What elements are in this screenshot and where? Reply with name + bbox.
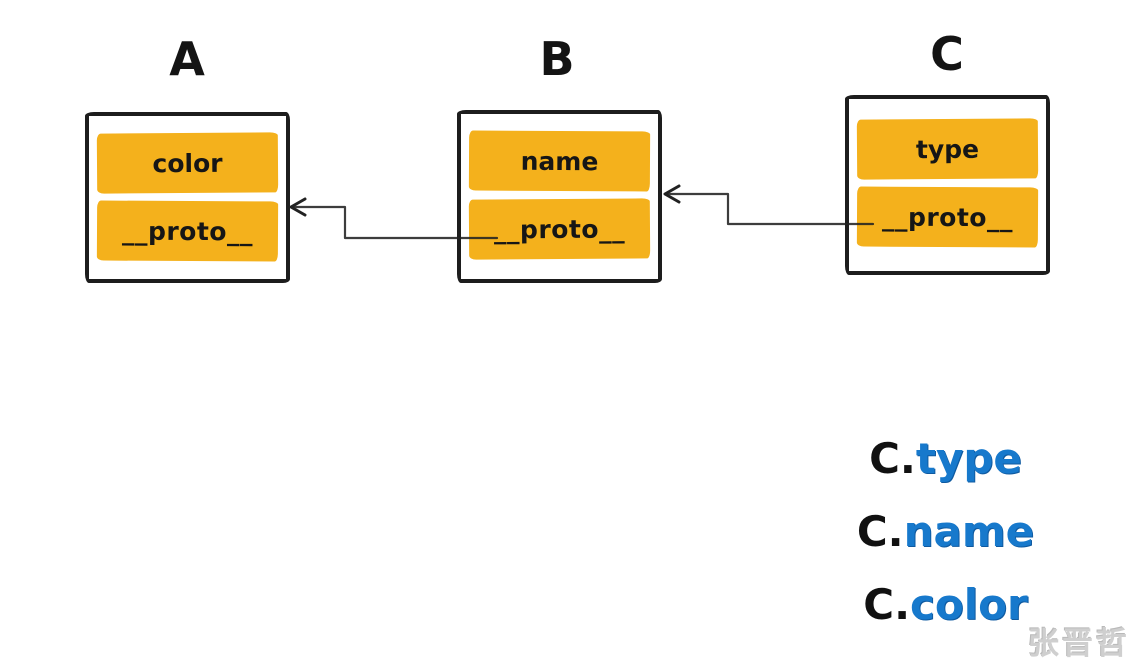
lookup-expressions: C.type C.name C.color [843,434,1048,629]
property-cell-color: color [96,132,279,194]
proto-cell-b: __proto__ [468,198,651,260]
object-label-a: A [169,32,206,86]
expression-object: C. [863,580,911,629]
proto-cell-a: __proto__ [96,200,279,262]
watermark: 张晋哲 [1028,626,1130,662]
property-cell-name: name [468,130,651,192]
object-box-c: type __proto__ [845,95,1050,275]
expression-object: C. [869,434,916,483]
expression-property: name [903,507,1035,556]
expression-object: C. [856,507,904,556]
property-cell-type: type [856,118,1039,180]
arrowhead-b-to-a [289,197,307,217]
object-box-b: name __proto__ [457,110,662,283]
arrowhead-c-to-b [663,184,681,204]
arrow-c-to-b [666,192,875,226]
proto-cell-c: __proto__ [856,186,1039,248]
expression-c-name: C.name [843,507,1048,556]
expression-property: type [915,434,1022,483]
expression-property: color [910,580,1028,629]
object-box-a: color __proto__ [85,112,290,283]
object-label-c: C [930,27,965,81]
expression-c-color: C.color [843,580,1048,629]
expression-c-type: C.type [843,434,1048,483]
object-label-b: B [539,32,576,86]
